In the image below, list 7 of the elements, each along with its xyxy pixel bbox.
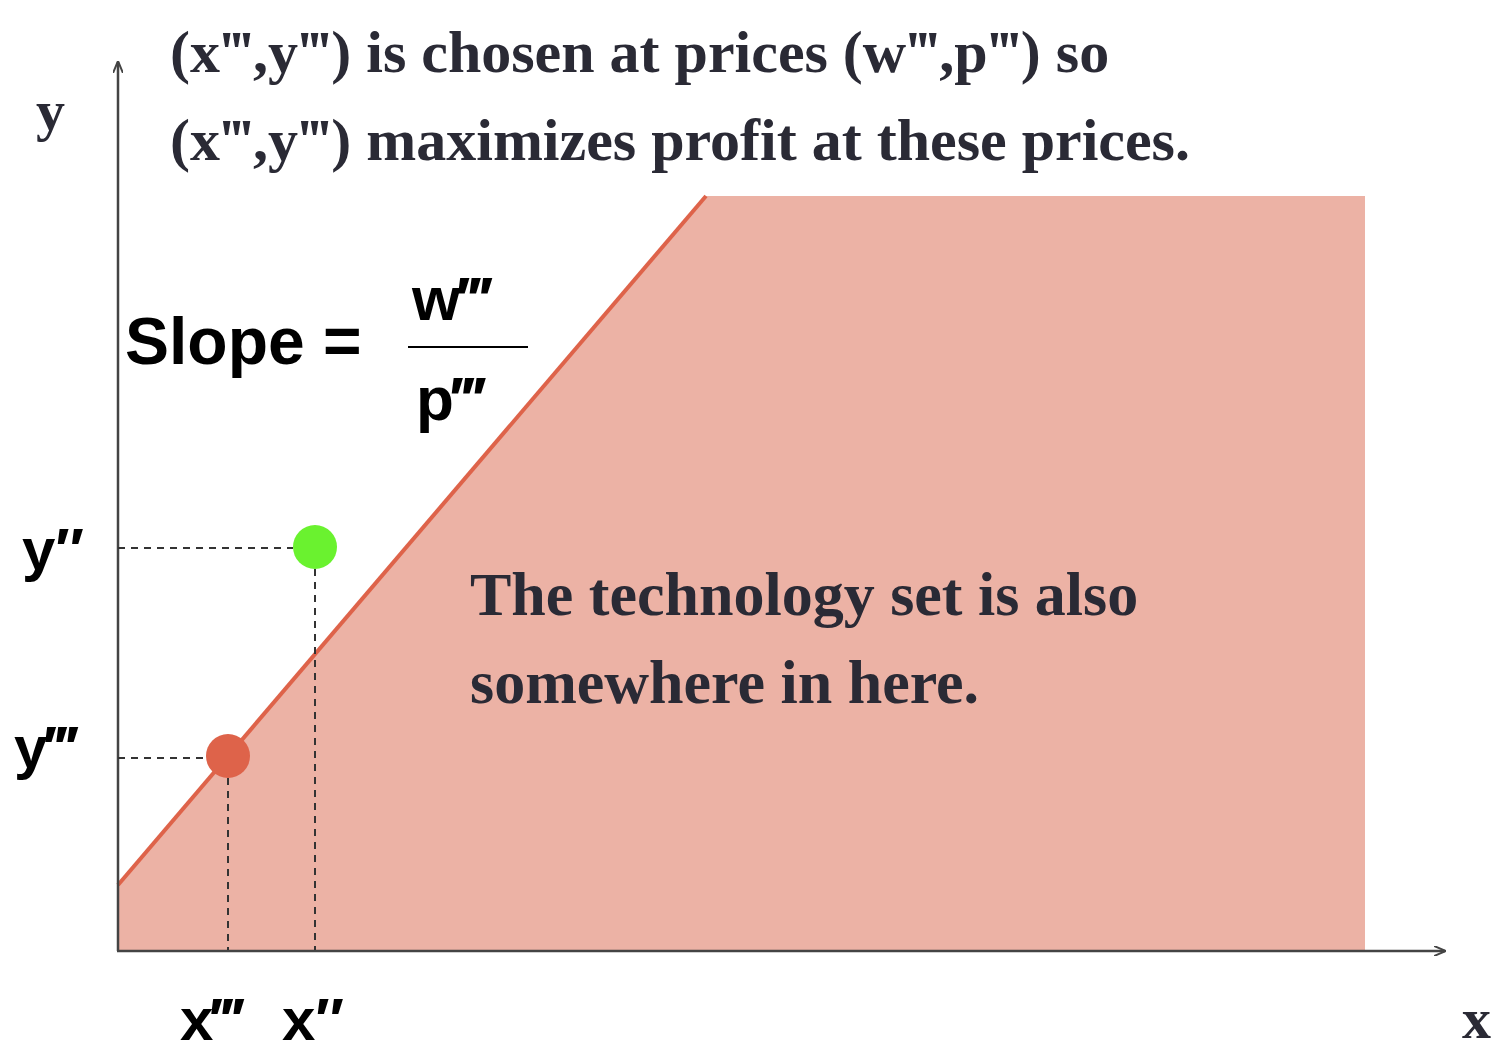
tick-label: x″ bbox=[282, 990, 345, 1042]
tick-label: x‴ bbox=[180, 990, 243, 1042]
tick-label: y″ bbox=[22, 520, 85, 580]
axis-label: x bbox=[1462, 990, 1491, 1042]
tick-label: y‴ bbox=[14, 718, 77, 778]
region-description: The technology set is also somewhere in here. bbox=[470, 559, 1140, 718]
axis-label: y bbox=[36, 82, 65, 140]
